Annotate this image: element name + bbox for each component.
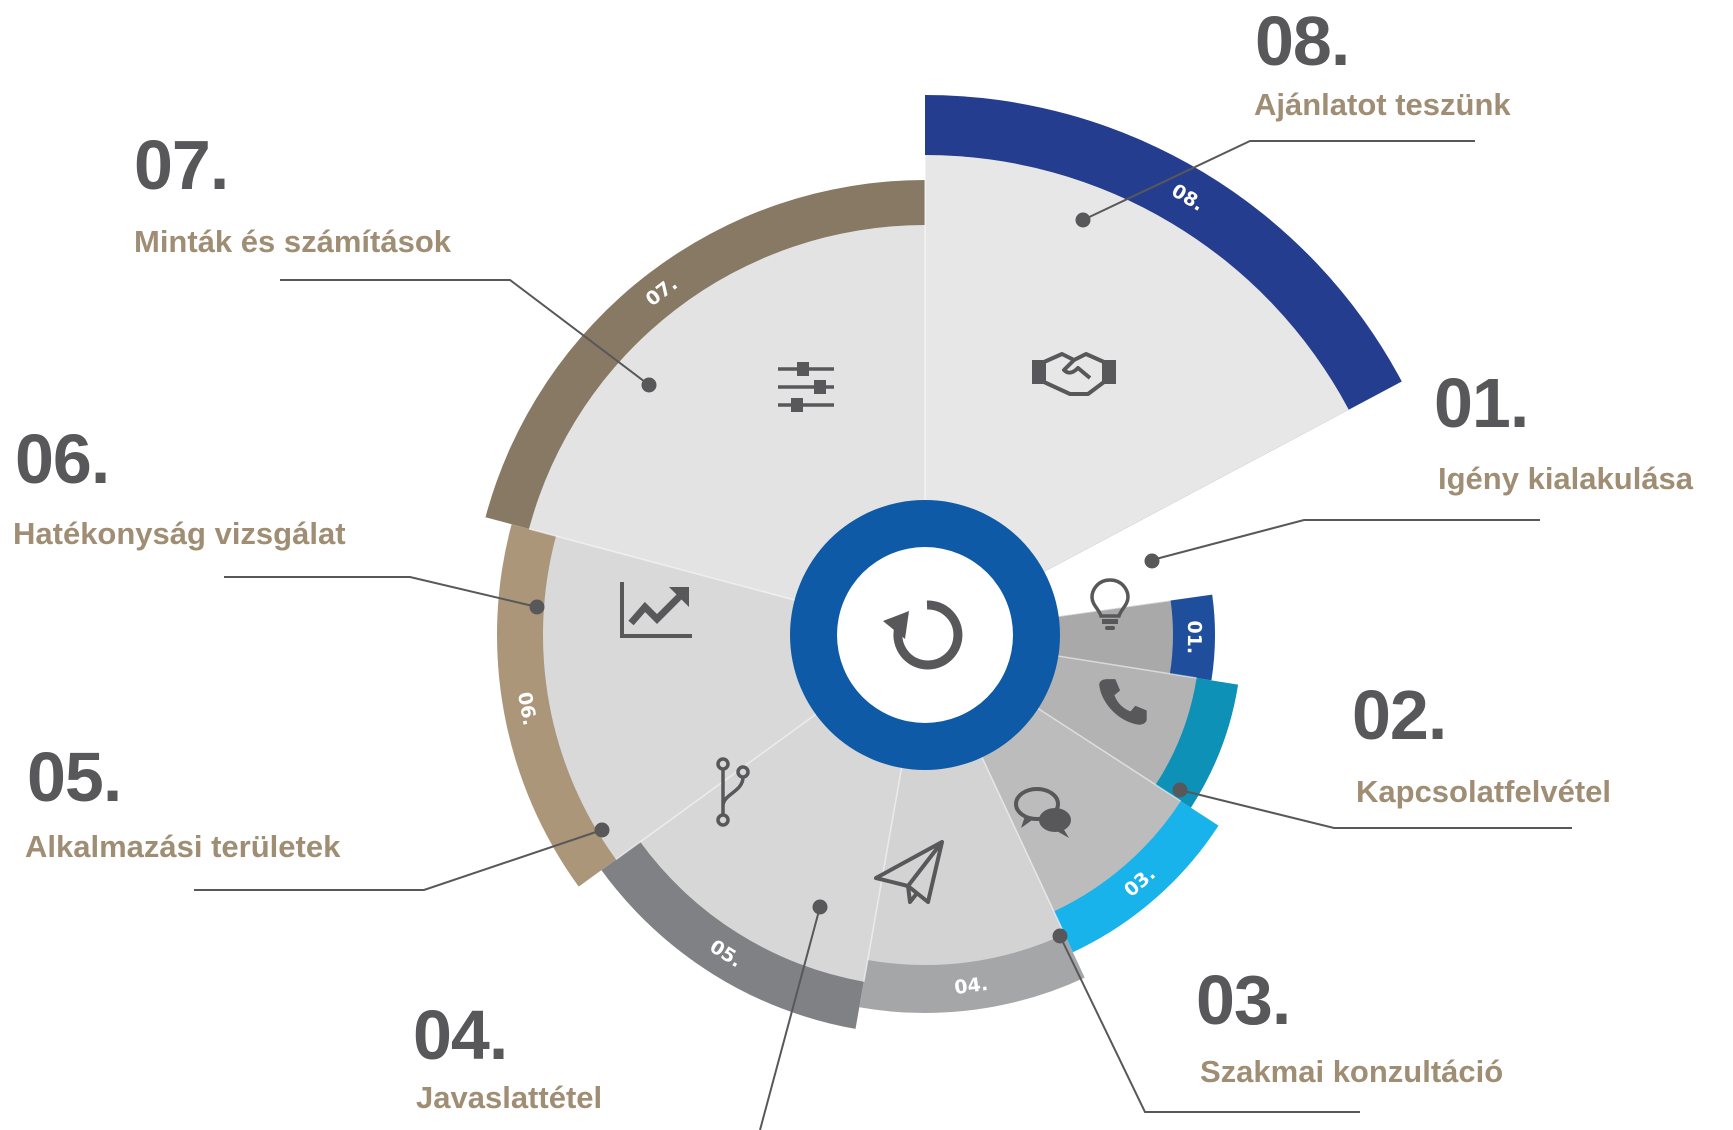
refresh-cycle-icon [883, 600, 963, 670]
slider-knob-3 [791, 398, 803, 412]
step-04-title: Javaslattétel [416, 1080, 603, 1115]
chat-bubble-front [1039, 808, 1071, 832]
step-01-band-label: 01. [1183, 620, 1205, 654]
slider-knob-2 [814, 380, 826, 394]
step-02-number: 02. [1352, 676, 1447, 754]
step-01-leader-dot [1144, 553, 1160, 569]
chat-bubble-front-tail [1055, 828, 1069, 838]
paper-plane-fold [906, 840, 944, 904]
step-07-number: 07. [134, 126, 229, 204]
step-03-title: Szakmai konzultáció [1200, 1054, 1504, 1089]
lightbulb-base [1102, 619, 1118, 624]
handshake-fingers [1062, 358, 1092, 380]
step-08-title: Ajánlatot teszünk [1254, 87, 1511, 122]
chart-axes [620, 582, 692, 638]
step-02-leader-line [1179, 789, 1572, 829]
step-06-leader-line [224, 576, 538, 608]
step-01-number: 01. [1434, 364, 1529, 442]
paper-plane-icon [874, 840, 944, 904]
step-05-leader-dot [594, 822, 610, 838]
sliders-icon [778, 362, 834, 412]
step-08-leader-line [1082, 140, 1475, 221]
chat-bubble-back [1014, 787, 1060, 821]
step-04-band-label: 04. [953, 973, 989, 999]
step-03-leader-line [1059, 935, 1360, 1113]
phone-icon [1099, 679, 1147, 725]
git-branch-icon [716, 757, 750, 827]
step-04-leader-dot [812, 899, 828, 915]
handshake-hands [1042, 352, 1106, 396]
chart-trend-line [628, 592, 684, 626]
center-disc [837, 547, 1013, 723]
step-01-leader-line [1151, 519, 1540, 561]
step-05-number: 05. [27, 738, 122, 816]
step-06-leader-dot [529, 599, 545, 615]
trending-chart-icon [620, 582, 692, 638]
refresh-arc [893, 600, 963, 670]
lightbulb-glass [1090, 578, 1130, 618]
step-08-leader-dot [1075, 212, 1091, 228]
step-02-title: Kapcsolatfelvétel [1356, 774, 1611, 809]
step-07-segment [529, 225, 925, 635]
refresh-arrowhead [883, 611, 909, 639]
paper-plane-body [874, 840, 944, 904]
chat-bubble-back-tail [1021, 816, 1035, 828]
chat-bubbles-icon [1014, 787, 1071, 838]
step-08-number: 08. [1255, 2, 1350, 80]
lightbulb-tip [1105, 626, 1115, 630]
step-05-leader-line [194, 829, 603, 891]
step-02-leader-dot [1172, 782, 1188, 798]
handshake-cuffs [1032, 360, 1116, 384]
step-07-title: Minták és számítások [134, 224, 452, 259]
handshake-icon [1032, 352, 1116, 396]
phone-handset [1099, 679, 1147, 725]
branch-lines [721, 769, 745, 815]
step-04-leader-line [759, 906, 821, 1130]
step-04-number: 04. [413, 996, 508, 1074]
chart-trend-arrow [669, 587, 689, 607]
step-01-title: Igény kialakulása [1438, 461, 1694, 496]
step-06-number: 06. [15, 420, 110, 498]
step-06-title: Hatékonyság vizsgálat [13, 516, 346, 551]
step-03-leader-dot [1052, 928, 1068, 944]
step-08-segment [925, 155, 1349, 635]
slider-knob-1 [797, 362, 809, 376]
lightbulb-icon [1090, 578, 1130, 630]
step-07-leader-dot [641, 377, 657, 393]
step-05-title: Alkalmazási területek [25, 829, 341, 864]
step-07-leader-line [280, 279, 650, 386]
step-03-number: 03. [1196, 961, 1291, 1039]
